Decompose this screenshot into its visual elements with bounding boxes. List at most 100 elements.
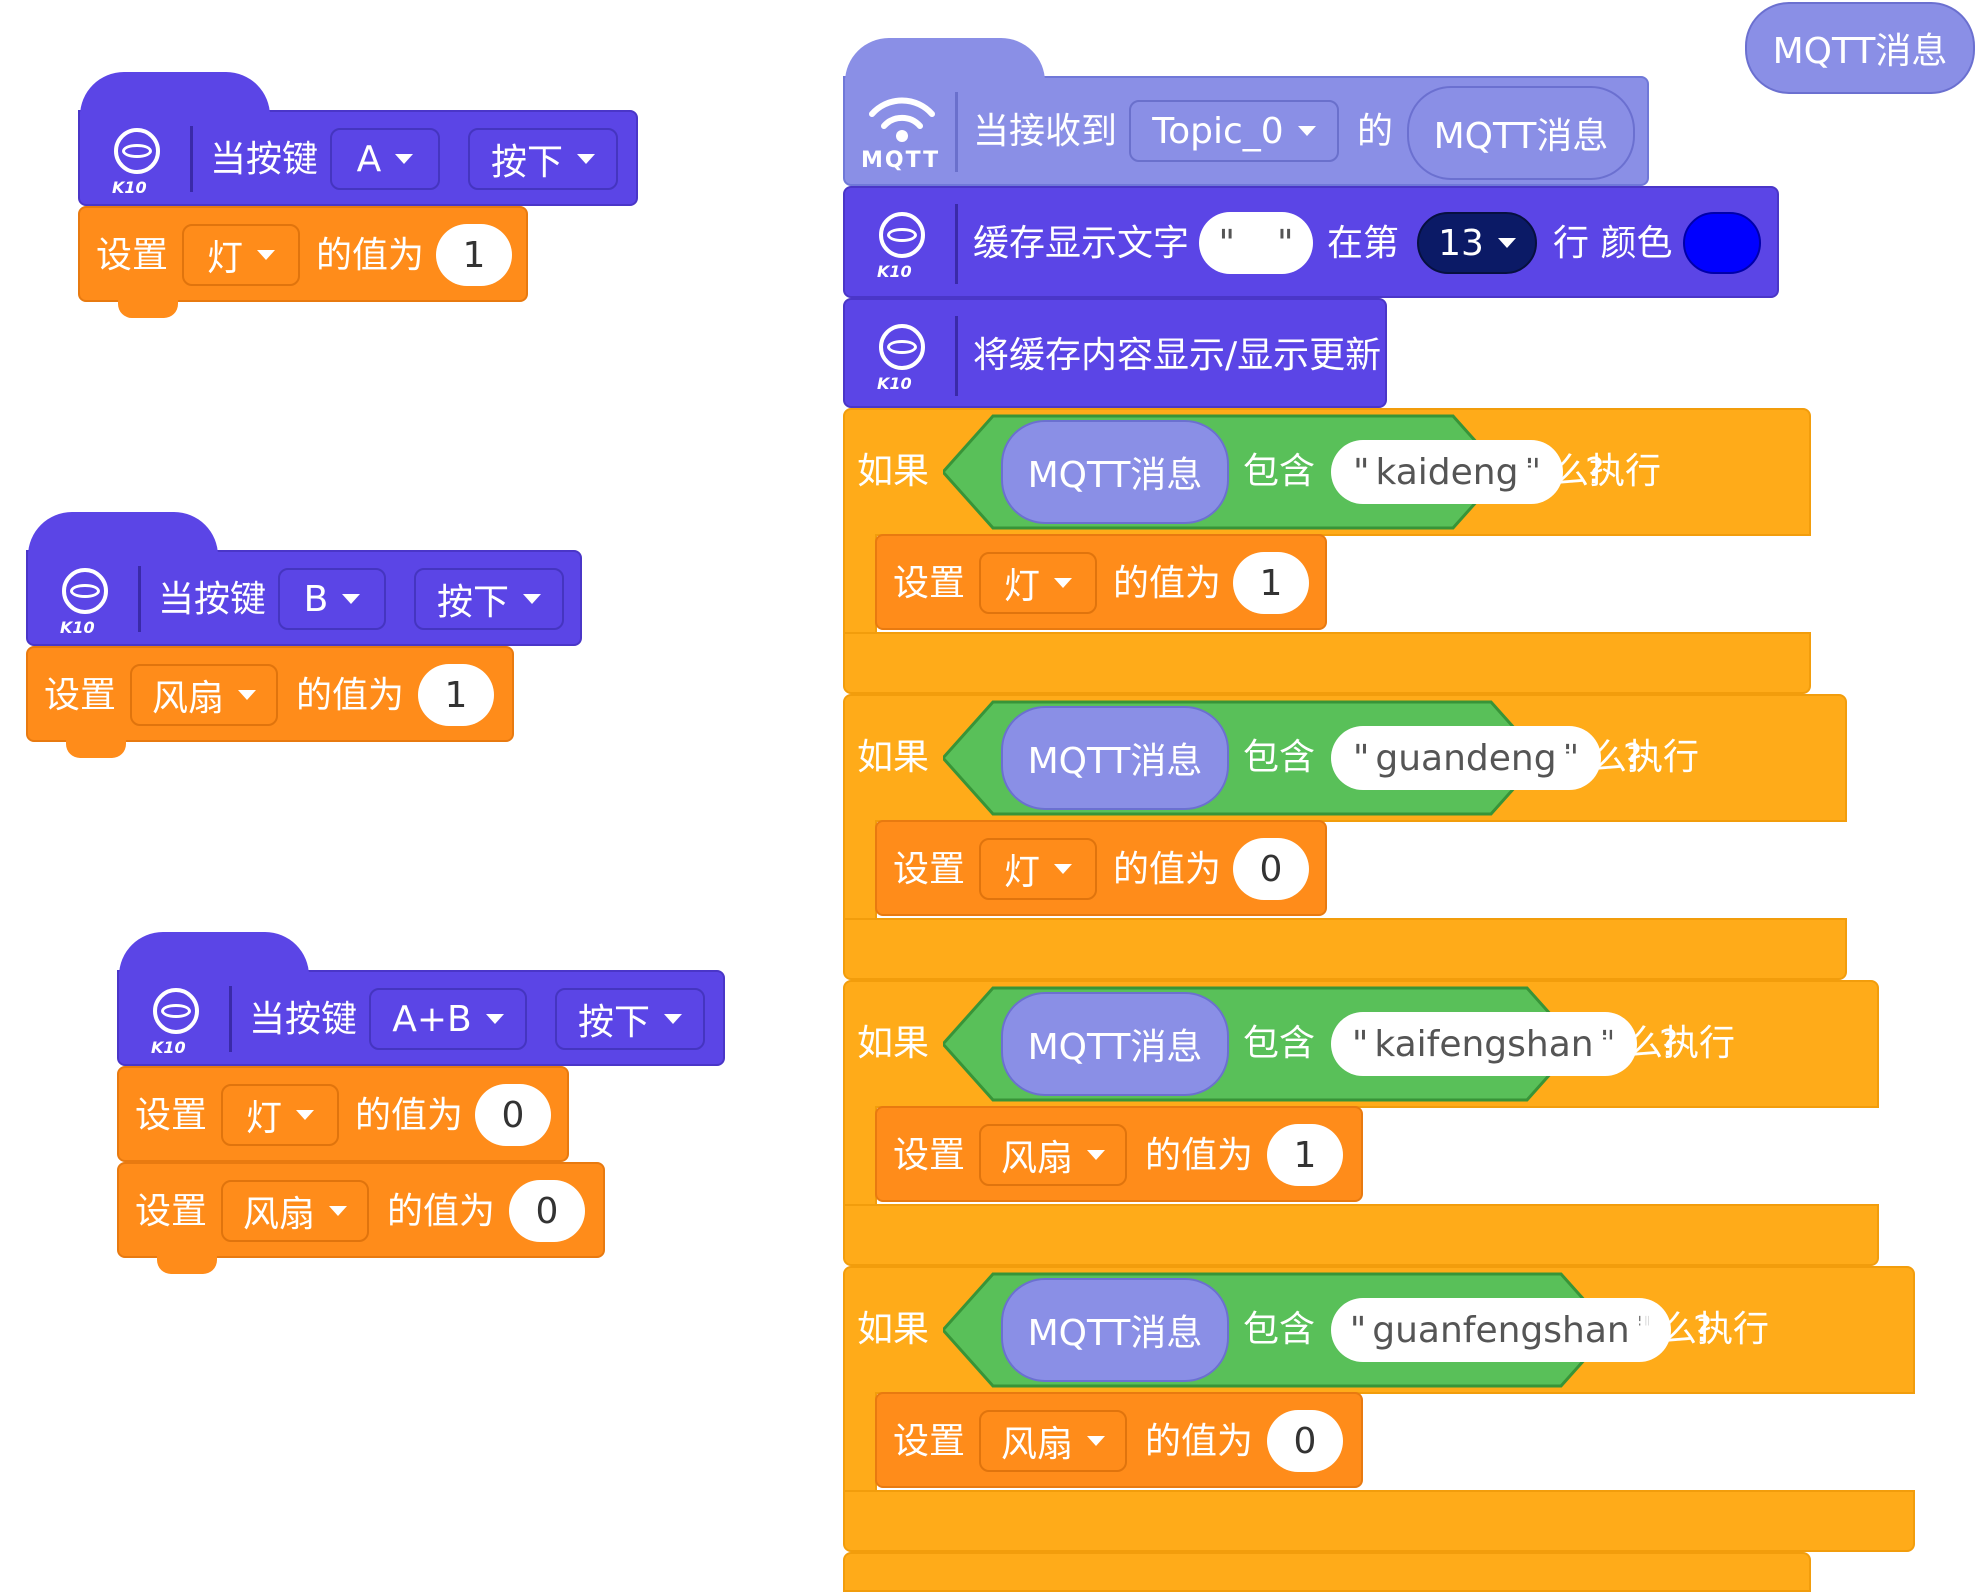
text-input[interactable]: " " — [1199, 212, 1313, 274]
reporter-label: MQTT消息 — [1027, 1313, 1203, 1354]
palette-mqtt-message-reporter[interactable]: MQTT消息 — [1745, 2, 1975, 94]
when-key-pressed-hat-ab[interactable]: K10 当按键 A+B 按下 — [117, 932, 725, 1066]
variable-dropdown[interactable]: 灯 — [979, 838, 1097, 900]
cache-display-text-block[interactable]: K10 缓存显示文字 " " 在第 13 行 颜色 — [843, 186, 1779, 298]
topic-dropdown[interactable]: Topic_0 — [1129, 100, 1339, 162]
chevron-down-icon — [257, 250, 275, 260]
variable-dropdown[interactable]: 风扇 — [221, 1180, 369, 1242]
quote-open: " — [1351, 1023, 1369, 1065]
mqtt-message-reporter[interactable]: MQTT消息 — [1001, 420, 1229, 524]
row-dropdown[interactable]: 13 — [1417, 212, 1537, 274]
if-then-block-partial[interactable] — [843, 1552, 1811, 1592]
variable-dropdown[interactable]: 风扇 — [979, 1410, 1127, 1472]
then-label: 那么执行 — [1625, 1309, 1770, 1350]
mqtt-message-reporter[interactable]: MQTT消息 — [1001, 1278, 1229, 1382]
separator — [955, 316, 958, 396]
set-label: 设置 — [893, 563, 966, 604]
value-of-label: 的值为 — [355, 1095, 464, 1136]
variable-dropdown[interactable]: 灯 — [979, 552, 1097, 614]
key-dropdown[interactable]: A — [330, 128, 440, 190]
show-cache-update-block[interactable]: K10 将缓存内容显示/显示更新 — [843, 298, 1387, 408]
if-side-arm — [843, 1106, 877, 1206]
mqtt-wifi-icon: MQTT — [857, 84, 947, 174]
mqtt-message-reporter[interactable]: MQTT消息 — [1001, 992, 1229, 1096]
show-update-label: 将缓存内容显示/显示更新 — [973, 335, 1382, 376]
match-text-input[interactable]: " guanfengshan " — [1331, 1298, 1671, 1362]
separator — [229, 986, 232, 1052]
value-input-text: 0 — [501, 1094, 525, 1136]
key-dropdown[interactable]: A+B — [369, 988, 527, 1050]
separator — [955, 204, 958, 284]
chevron-down-icon — [329, 1206, 347, 1216]
if-label: 如果 — [857, 1309, 930, 1350]
value-input[interactable]: 1 — [436, 224, 512, 286]
variable-dropdown-value: 风扇 — [1000, 1138, 1073, 1179]
cache-text-label: 缓存显示文字 — [973, 223, 1190, 264]
value-input[interactable]: 0 — [1267, 1410, 1343, 1472]
value-input[interactable]: 1 — [1233, 552, 1309, 614]
if-then-block[interactable]: 如果 MQTT消息 包含 " kaideng " ? 那么执行 设置 灯 的值为 — [843, 408, 1811, 694]
value-input[interactable]: 0 — [475, 1084, 551, 1146]
value-input[interactable]: 0 — [1233, 838, 1309, 900]
set-label: 设置 — [893, 849, 966, 890]
if-then-block[interactable]: 如果 MQTT消息 包含 " kaifengshan " ? 那么执行 设置 风… — [843, 980, 1879, 1266]
value-input-text: 0 — [1293, 1420, 1317, 1462]
match-text: guandeng — [1375, 737, 1557, 779]
value-input[interactable]: 0 — [509, 1180, 585, 1242]
set-variable-block[interactable]: 设置 风扇 的值为 1 — [875, 1106, 1363, 1202]
if-footer — [843, 1490, 1915, 1552]
k10-icon: K10 — [867, 204, 937, 284]
event-label: 当接收到 — [973, 111, 1118, 152]
variable-dropdown[interactable]: 灯 — [221, 1084, 339, 1146]
quote-open: " — [1352, 451, 1370, 493]
color-picker[interactable] — [1683, 212, 1761, 274]
set-variable-block[interactable]: 设置 灯 的值为 1 — [875, 534, 1327, 630]
quote-close: " — [1599, 1023, 1617, 1065]
chevron-down-icon — [342, 594, 361, 604]
k10-icon: K10 — [102, 120, 172, 200]
quote-close: " — [1562, 737, 1580, 779]
if-footer — [843, 632, 1811, 694]
match-text-input[interactable]: " kaideng " — [1331, 440, 1563, 504]
set-variable-block[interactable]: 设置 风扇 的值为 1 — [26, 646, 514, 742]
action-dropdown[interactable]: 按下 — [555, 988, 705, 1050]
action-dropdown[interactable]: 按下 — [468, 128, 618, 190]
when-mqtt-received-hat[interactable]: MQTT 当接收到 Topic_0 的 MQTT消息 — [843, 38, 1649, 186]
block-notch — [66, 740, 126, 758]
when-key-pressed-hat-b[interactable]: K10 当按键 B 按下 — [26, 512, 582, 646]
key-dropdown[interactable]: B — [278, 568, 386, 630]
mqtt-message-reporter[interactable]: MQTT消息 — [1407, 86, 1635, 180]
mqtt-message-reporter[interactable]: MQTT消息 — [1001, 706, 1229, 810]
event-label: 当按键 — [158, 579, 267, 620]
set-label: 设置 — [893, 1135, 966, 1176]
variable-dropdown[interactable]: 灯 — [182, 224, 300, 286]
contains-label: 包含 — [1243, 1023, 1316, 1064]
chevron-down-icon — [1497, 238, 1516, 248]
question-mark: ? — [1693, 1309, 1713, 1350]
match-text-input[interactable]: " kaifengshan " — [1331, 1012, 1637, 1076]
variable-dropdown-value: 风扇 — [242, 1194, 315, 1235]
value-input-text: 1 — [444, 674, 468, 716]
chevron-down-icon — [1297, 126, 1316, 136]
set-variable-block[interactable]: 设置 风扇 的值为 0 — [117, 1162, 605, 1258]
set-label: 设置 — [44, 675, 117, 716]
value-input[interactable]: 1 — [418, 664, 494, 726]
action-dropdown[interactable]: 按下 — [414, 568, 564, 630]
match-text-input[interactable]: " guandeng " — [1331, 726, 1601, 790]
set-label: 设置 — [96, 235, 169, 276]
set-variable-block[interactable]: 设置 风扇 的值为 0 — [875, 1392, 1363, 1488]
reporter-label: MQTT消息 — [1027, 455, 1203, 496]
if-then-block[interactable]: 如果 MQTT消息 包含 " guandeng " ? 那么执行 设置 灯 的值… — [843, 694, 1847, 980]
variable-dropdown[interactable]: 风扇 — [979, 1124, 1127, 1186]
then-label: 那么执行 — [1517, 451, 1662, 492]
variable-dropdown[interactable]: 风扇 — [130, 664, 278, 726]
chevron-down-icon — [395, 154, 414, 164]
value-input[interactable]: 1 — [1267, 1124, 1343, 1186]
set-variable-block[interactable]: 设置 灯 的值为 0 — [875, 820, 1327, 916]
set-variable-block[interactable]: 设置 灯 的值为 0 — [117, 1066, 569, 1162]
separator — [190, 126, 193, 192]
when-key-pressed-hat-a[interactable]: K10 当按键 A 按下 — [78, 72, 638, 206]
set-variable-block[interactable]: 设置 灯 的值为 1 — [78, 206, 528, 302]
separator — [955, 92, 958, 172]
if-then-block[interactable]: 如果 MQTT消息 包含 " guanfengshan " ? 那么执行 设置 … — [843, 1266, 1915, 1552]
